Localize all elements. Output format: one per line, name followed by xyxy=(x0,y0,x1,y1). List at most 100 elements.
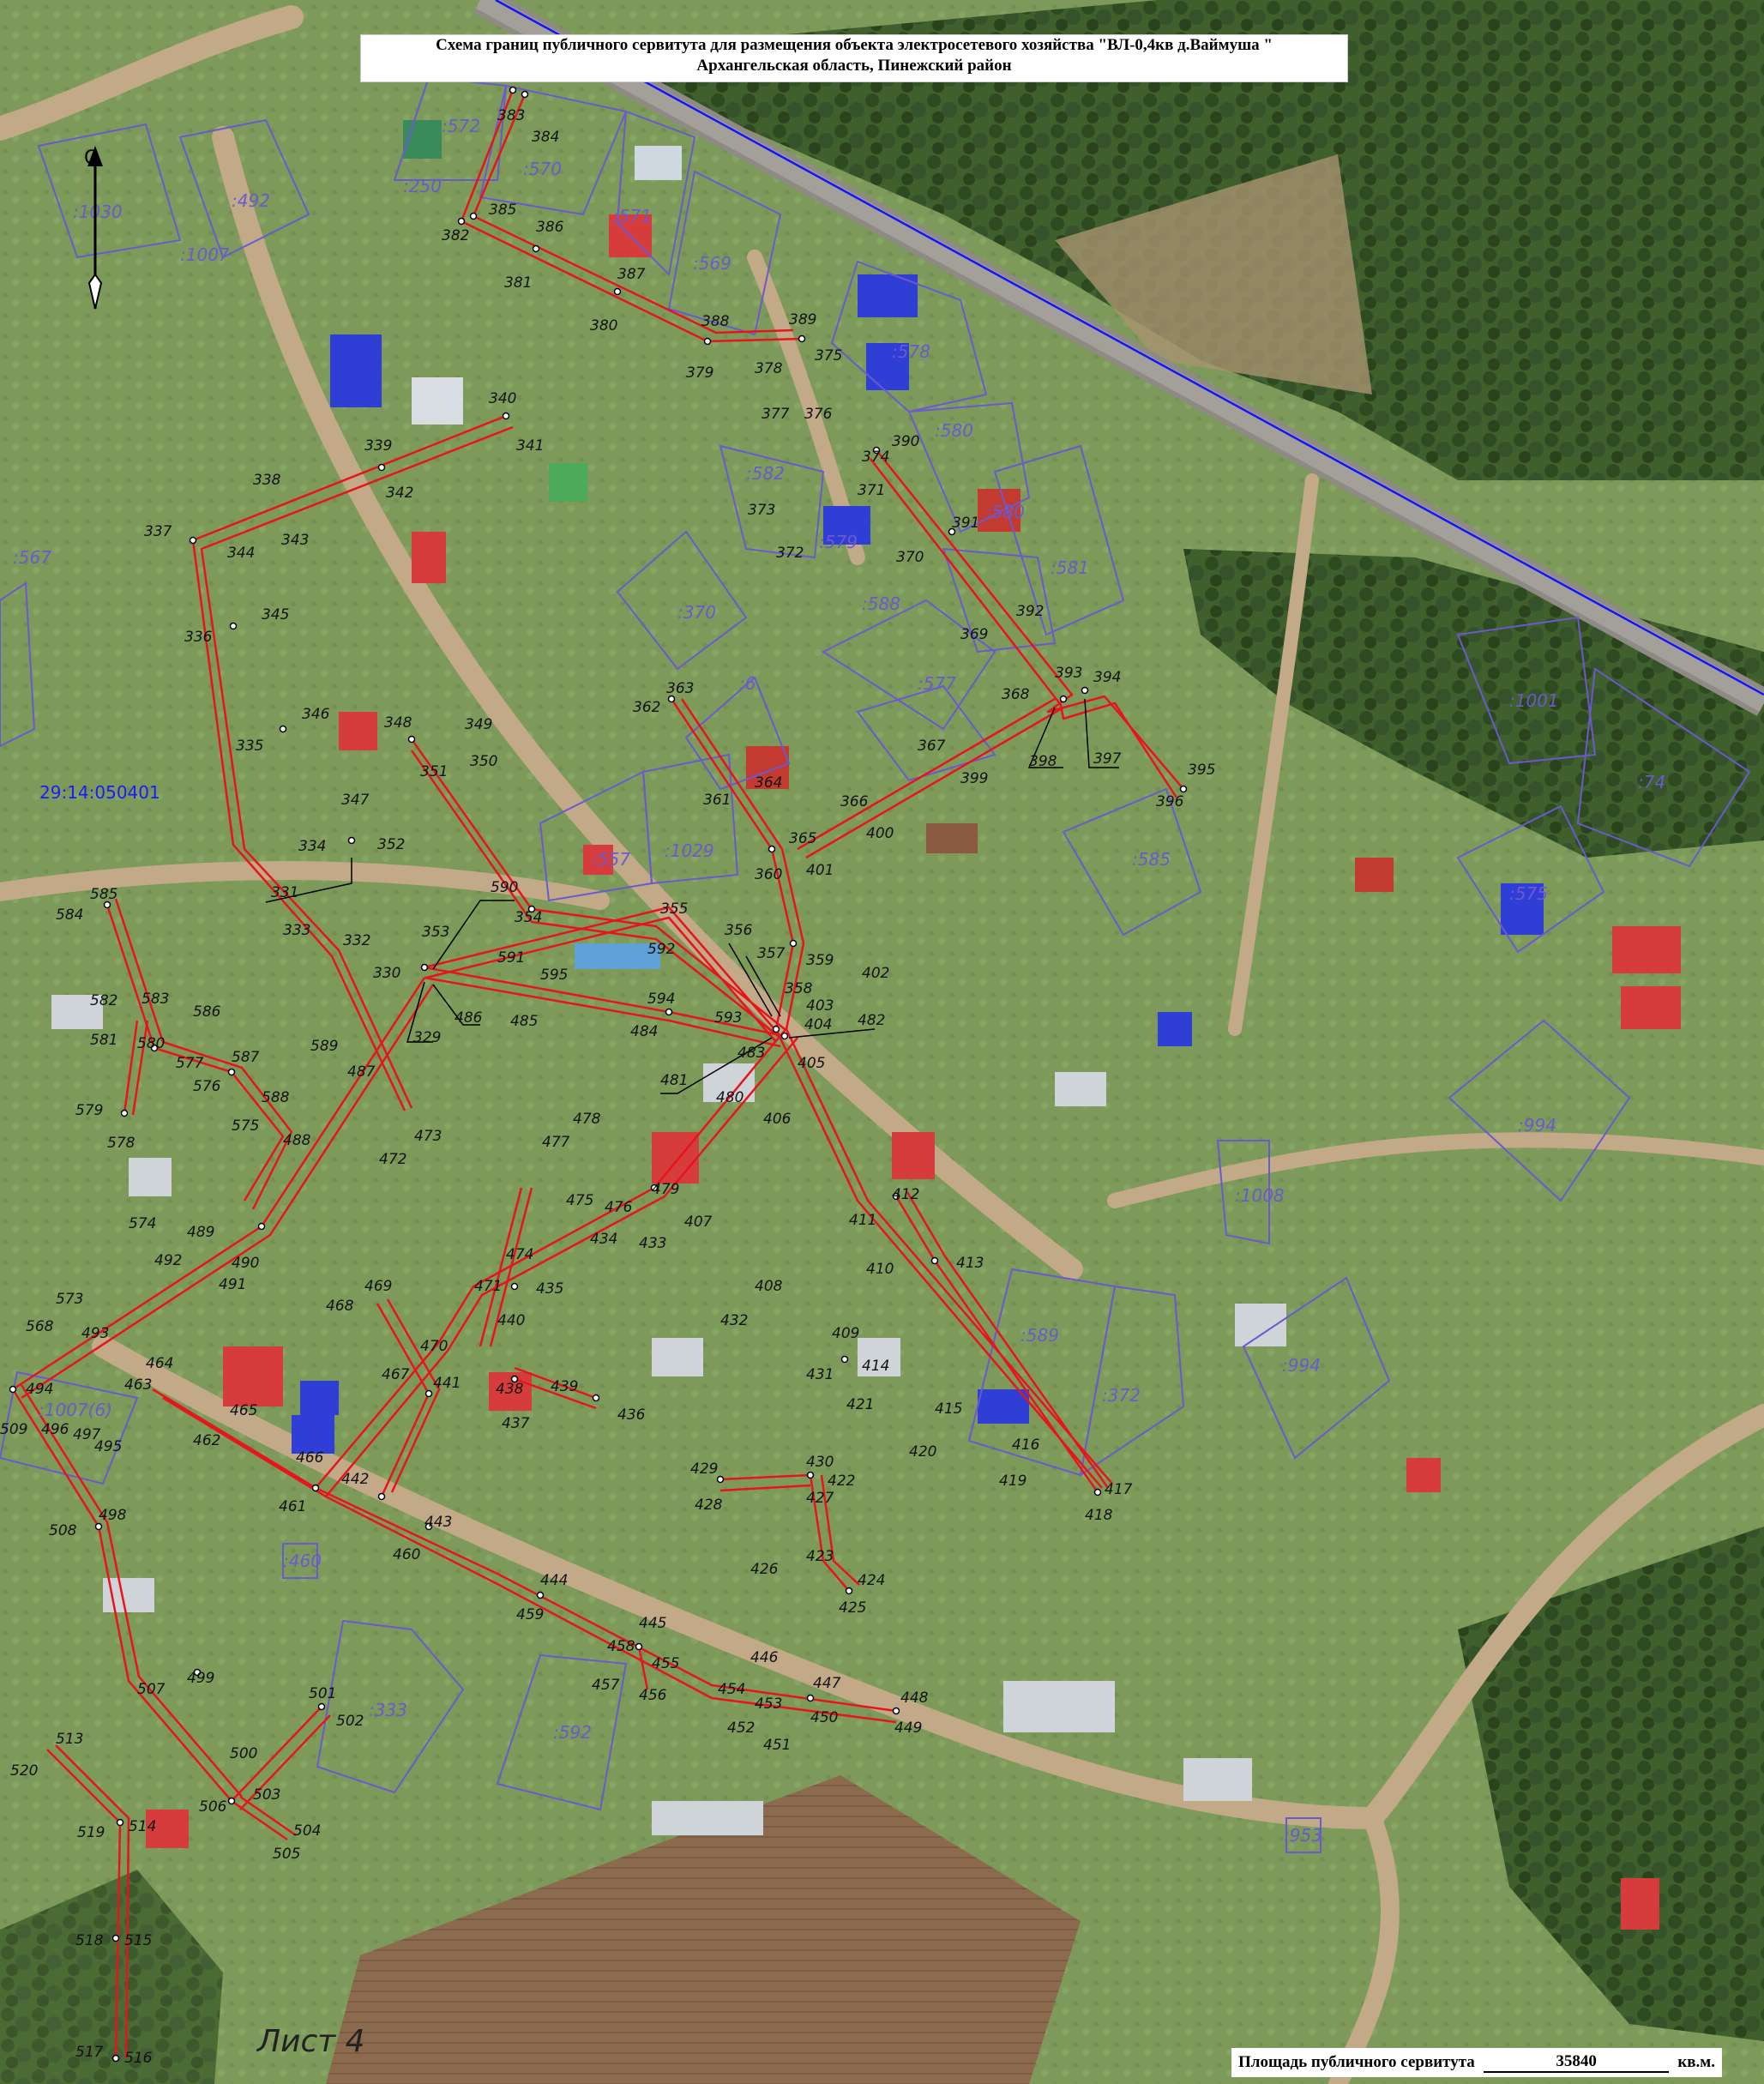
parcel-label: :585 xyxy=(1132,849,1171,870)
svg-text:405: 405 xyxy=(798,1055,825,1072)
svg-text:389: 389 xyxy=(789,311,816,328)
svg-text:497: 497 xyxy=(73,1426,101,1443)
svg-text:424: 424 xyxy=(858,1572,885,1589)
svg-text:411: 411 xyxy=(849,1212,876,1229)
parcel-label: :577 xyxy=(918,673,956,694)
svg-text:578: 578 xyxy=(107,1135,135,1152)
svg-text:427: 427 xyxy=(806,1490,834,1507)
parcel-label: :6 xyxy=(739,673,756,694)
svg-text:583: 583 xyxy=(141,991,169,1008)
parcel-label: :1030 xyxy=(73,202,123,222)
svg-text:422: 422 xyxy=(828,1473,855,1490)
svg-text:516: 516 xyxy=(124,2050,153,2067)
svg-text:343: 343 xyxy=(281,532,309,549)
vertex-points xyxy=(9,86,1188,2063)
svg-text:371: 371 xyxy=(858,482,885,499)
svg-text:354: 354 xyxy=(515,909,542,926)
svg-text:488: 488 xyxy=(283,1132,311,1149)
svg-text:393: 393 xyxy=(1055,665,1082,682)
area-unit: кв.м. xyxy=(1677,2053,1715,2071)
svg-text:494: 494 xyxy=(26,1381,53,1398)
svg-text:397: 397 xyxy=(1093,750,1122,768)
svg-text:452: 452 xyxy=(727,1720,755,1737)
svg-text:439: 439 xyxy=(551,1378,578,1395)
parcel-label: :370 xyxy=(677,602,716,623)
svg-text:485: 485 xyxy=(510,1013,538,1030)
parcel-label: :1029 xyxy=(665,840,714,861)
svg-text:454: 454 xyxy=(718,1681,745,1698)
svg-text:588: 588 xyxy=(262,1089,290,1106)
svg-text:474: 474 xyxy=(506,1246,533,1263)
svg-text:441: 441 xyxy=(433,1375,461,1392)
svg-text:442: 442 xyxy=(341,1471,369,1488)
svg-text:358: 358 xyxy=(785,980,813,997)
svg-text:466: 466 xyxy=(296,1449,324,1467)
svg-text:410: 410 xyxy=(866,1261,894,1278)
svg-text:369: 369 xyxy=(960,626,988,643)
svg-text:453: 453 xyxy=(755,1696,782,1713)
svg-text:435: 435 xyxy=(536,1280,563,1298)
svg-text:506: 506 xyxy=(199,1798,227,1816)
svg-text:501: 501 xyxy=(309,1685,336,1702)
svg-text:376: 376 xyxy=(804,406,833,423)
svg-text:419: 419 xyxy=(999,1473,1026,1490)
svg-text:374: 374 xyxy=(862,449,889,466)
svg-text:458: 458 xyxy=(607,1638,635,1655)
svg-text:592: 592 xyxy=(647,941,675,958)
svg-text:465: 465 xyxy=(230,1402,257,1419)
parcel-label: :580 xyxy=(935,420,973,441)
area-label: Площадь публичного сервитута xyxy=(1238,2053,1475,2071)
svg-text:382: 382 xyxy=(442,227,469,244)
sheet-label: Лист 4 xyxy=(257,2024,365,2059)
svg-text:384: 384 xyxy=(532,129,559,146)
svg-text:337: 337 xyxy=(144,523,172,540)
svg-text:367: 367 xyxy=(918,738,946,755)
svg-text:394: 394 xyxy=(1093,669,1121,686)
svg-text:492: 492 xyxy=(154,1252,182,1269)
svg-text:365: 365 xyxy=(789,830,816,847)
svg-text:513: 513 xyxy=(56,1731,83,1748)
svg-text:370: 370 xyxy=(896,549,924,566)
parcel-label: :575 xyxy=(1509,883,1548,904)
svg-text:385: 385 xyxy=(489,202,516,219)
svg-text:457: 457 xyxy=(592,1677,620,1694)
svg-text:345: 345 xyxy=(262,606,289,623)
svg-text:449: 449 xyxy=(894,1720,922,1737)
svg-text:330: 330 xyxy=(373,965,400,982)
svg-text:331: 331 xyxy=(271,884,298,901)
svg-text:459: 459 xyxy=(516,1606,544,1623)
svg-text:503: 503 xyxy=(253,1786,280,1804)
svg-text:573: 573 xyxy=(56,1291,83,1308)
svg-text:416: 416 xyxy=(1012,1437,1040,1454)
svg-text:482: 482 xyxy=(858,1012,885,1029)
parcel-label: :588 xyxy=(862,593,900,614)
servitude-area-box: Площадь публичного сервитута 35840 кв.м. xyxy=(1231,2048,1722,2077)
svg-text:353: 353 xyxy=(422,924,449,941)
parcel-label: :74 xyxy=(1638,772,1666,792)
svg-text:483: 483 xyxy=(738,1045,765,1062)
svg-text:436: 436 xyxy=(617,1406,646,1424)
parcel-label: :557 xyxy=(592,849,630,870)
parcel-label: :1001 xyxy=(1509,690,1559,711)
svg-text:477: 477 xyxy=(542,1134,570,1151)
svg-text:505: 505 xyxy=(273,1846,300,1863)
field-south xyxy=(326,1775,1081,2084)
svg-text:383: 383 xyxy=(497,107,525,124)
parcel-label: :994 xyxy=(1518,1115,1556,1135)
svg-text:586: 586 xyxy=(193,1003,221,1021)
svg-text:480: 480 xyxy=(716,1089,744,1106)
svg-text:400: 400 xyxy=(866,825,894,842)
parcel-label: :592 xyxy=(553,1722,592,1743)
svg-text:433: 433 xyxy=(639,1235,666,1252)
svg-text:381: 381 xyxy=(504,274,532,292)
svg-text:580: 580 xyxy=(137,1035,165,1052)
svg-text:437: 437 xyxy=(502,1415,530,1432)
svg-text:590: 590 xyxy=(491,879,518,896)
svg-text:574: 574 xyxy=(129,1215,156,1232)
parcel-label: :572 xyxy=(442,116,480,136)
svg-text:481: 481 xyxy=(660,1072,688,1089)
svg-text:346: 346 xyxy=(302,706,330,723)
svg-text:517: 517 xyxy=(75,2044,104,2061)
svg-text:392: 392 xyxy=(1016,603,1044,620)
